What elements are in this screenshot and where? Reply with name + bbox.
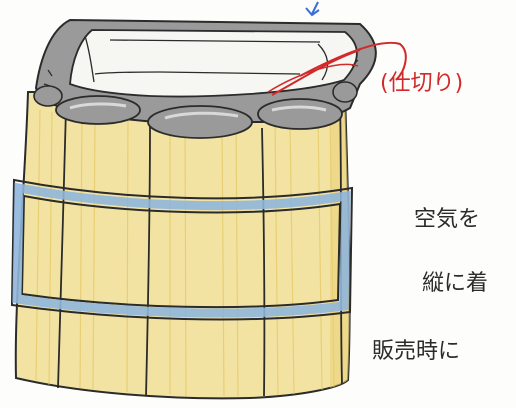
partition-annotation bbox=[267, 41, 407, 96]
arrow-down-icon bbox=[305, 1, 320, 17]
partition-label: (仕切り) bbox=[380, 71, 463, 96]
side-note-2: 縦に着 bbox=[422, 271, 488, 296]
barrel-body bbox=[14, 91, 351, 400]
barrel-rim bbox=[33, 18, 377, 139]
side-note-3: 販売時に bbox=[372, 339, 460, 364]
blue-hoop-band bbox=[10, 178, 354, 321]
side-note-1: 空気を bbox=[414, 207, 480, 232]
